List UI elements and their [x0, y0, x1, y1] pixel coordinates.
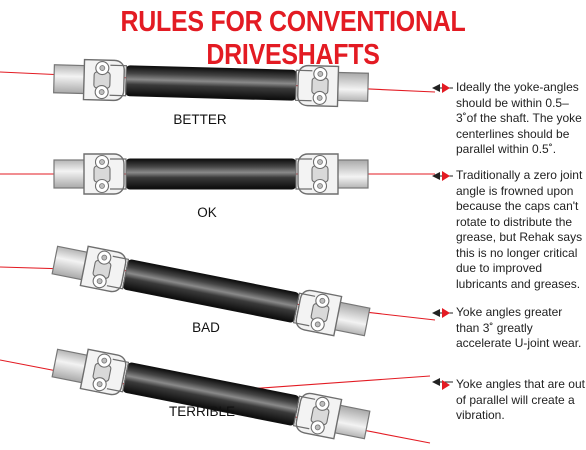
pointer-arrow-icon — [432, 309, 440, 317]
u-joint-yoke-right — [295, 153, 369, 195]
rule-note: Ideally the yoke-angles should be within… — [442, 80, 586, 158]
shaft-tube — [125, 158, 297, 190]
driveshaft-better — [0, 58, 453, 108]
row-label: TERRIBLE — [168, 404, 236, 419]
row-label: OK — [197, 205, 217, 220]
u-joint-yoke-right — [291, 287, 372, 343]
u-joint-yoke-right — [294, 64, 370, 108]
rule-note-text: Yoke angles greater than 3˚ greatly acce… — [456, 305, 582, 350]
driveshaft-bad — [0, 239, 453, 343]
u-joint-yoke-right — [291, 390, 372, 446]
rule-note: Traditionally a zero joint angle is frow… — [442, 168, 586, 292]
page-title: RULES FOR CONVENTIONAL DRIVESHAFTS — [120, 6, 466, 71]
row-label: BETTER — [173, 112, 227, 127]
shaft-tube — [125, 65, 297, 101]
rule-note: Yoke angles that are out of parallel wil… — [442, 377, 586, 424]
driveshaft-ok — [0, 153, 453, 195]
u-joint-yoke-left — [50, 239, 131, 295]
shaft-tube — [122, 259, 300, 323]
bullet-triangle-icon — [442, 380, 450, 390]
u-joint-yoke-left — [52, 58, 128, 102]
rule-note-text: Yoke angles that are out of parallel wil… — [456, 377, 585, 422]
rule-note-text: Ideally the yoke-angles should be within… — [456, 80, 582, 156]
pointer-arrow-icon — [432, 172, 440, 180]
u-joint-yoke-left — [53, 153, 127, 195]
u-joint-yoke-left — [50, 342, 131, 398]
bullet-triangle-icon — [442, 83, 450, 93]
pointer-arrow-icon — [432, 378, 440, 386]
driveshaft-terrible — [0, 342, 453, 446]
bullet-triangle-icon — [442, 171, 450, 181]
rule-note-text: Traditionally a zero joint angle is frow… — [456, 168, 583, 291]
row-label: BAD — [192, 320, 220, 335]
rule-note: Yoke angles greater than 3˚ greatly acce… — [442, 305, 586, 352]
pointer-arrow-icon — [432, 84, 440, 92]
bullet-triangle-icon — [442, 308, 450, 318]
